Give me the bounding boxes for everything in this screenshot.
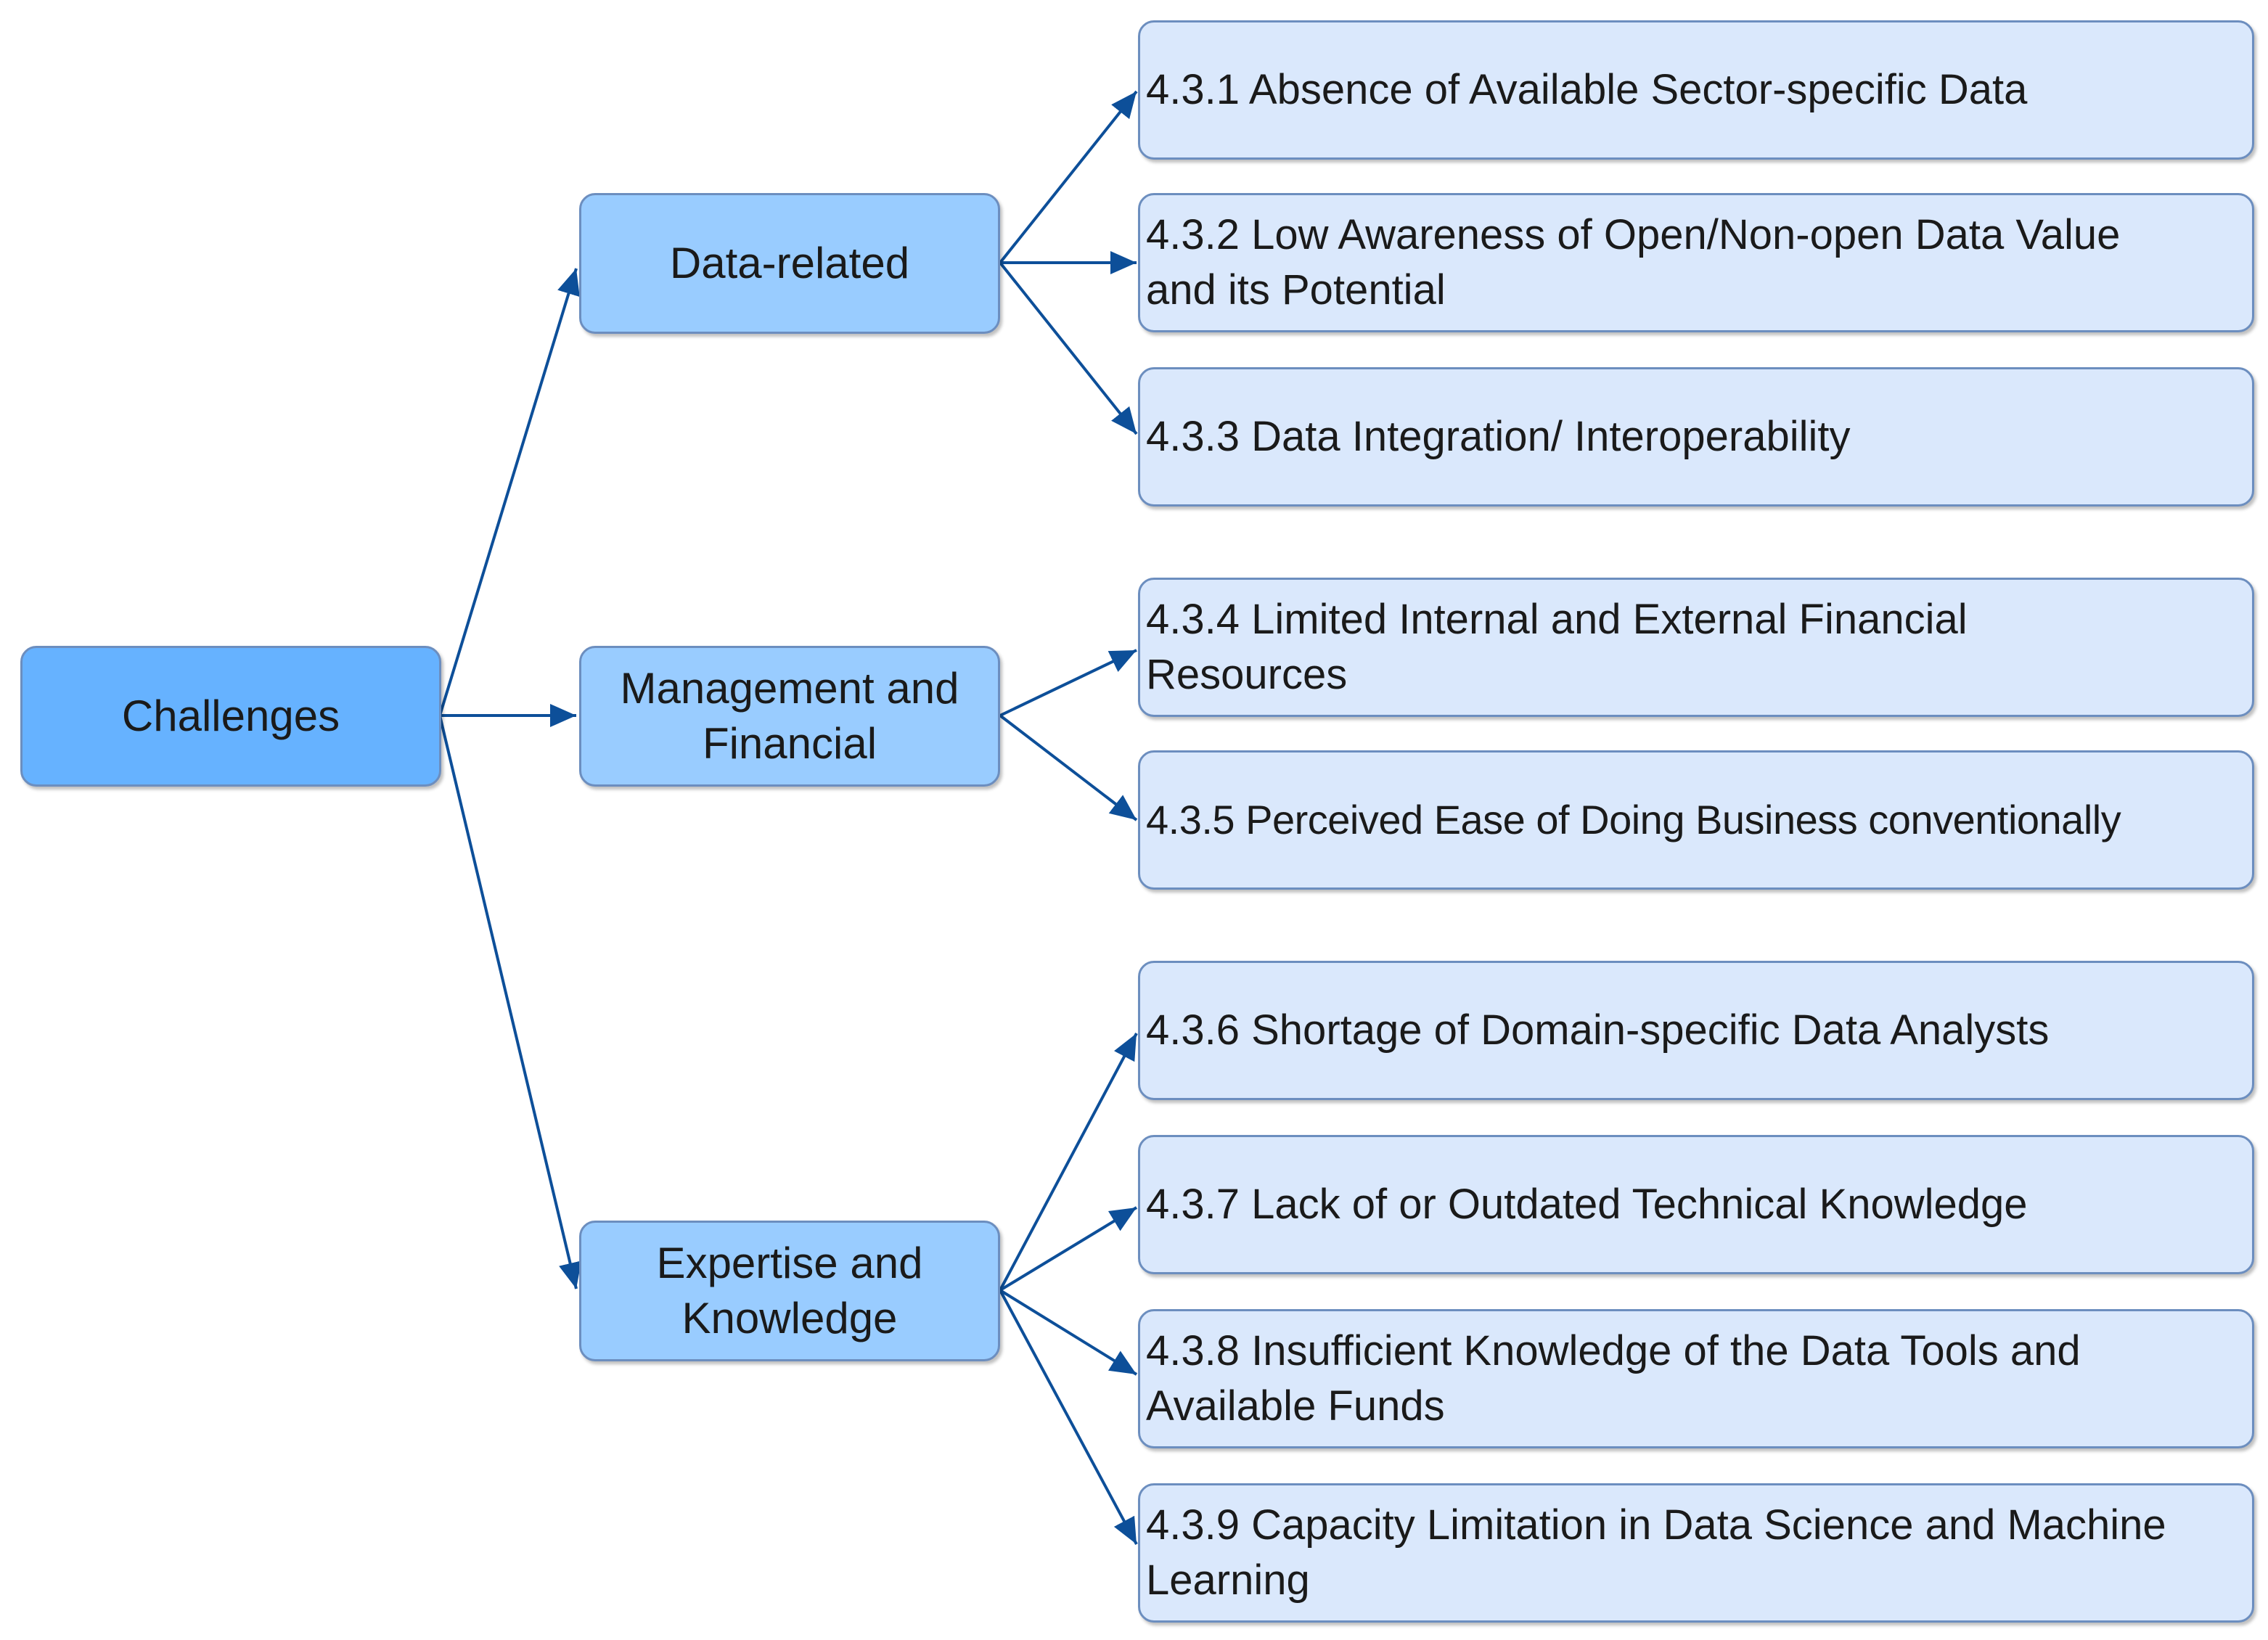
- connector-expertise-item8: [999, 1289, 1138, 1376]
- item-text-line1: 4.3.4 Limited Internal and External Fina…: [1146, 596, 1968, 643]
- category-label-line1: Management and: [620, 664, 959, 713]
- item-text: 4.3.8 Insufficient Knowledge of the Data…: [1146, 1324, 2081, 1434]
- category-label-line1: Expertise and: [656, 1239, 923, 1287]
- item-text: 4.3.7 Lack of or Outdated Technical Know…: [1146, 1177, 2028, 1232]
- category-node-management-financial: Management and Financial: [579, 646, 1000, 787]
- item-node-4-3-9: 4.3.9 Capacity Limitation in Data Scienc…: [1138, 1483, 2254, 1623]
- category-node-data-related: Data-related: [579, 193, 1000, 334]
- connector-expertise-item7: [999, 1206, 1138, 1292]
- category-label-line2: Financial: [702, 719, 877, 768]
- item-text: 4.3.2 Low Awareness of Open/Non-open Dat…: [1146, 208, 2120, 318]
- item-node-4-3-5: 4.3.5 Perceived Ease of Doing Business c…: [1138, 750, 2254, 890]
- item-node-4-3-4: 4.3.4 Limited Internal and External Fina…: [1138, 578, 2254, 717]
- category-label-block: Management and Financial: [621, 661, 959, 771]
- connector-expertise-item9: [999, 1290, 1138, 1545]
- item-node-4-3-1: 4.3.1 Absence of Available Sector-specif…: [1138, 20, 2254, 160]
- category-label: Data-related: [669, 239, 910, 287]
- category-label-block: Expertise and Knowledge: [657, 1236, 923, 1346]
- item-text-line1: 4.3.3 Data Integration/ Interoperability: [1146, 413, 1851, 460]
- item-text: 4.3.5 Perceived Ease of Doing Business c…: [1146, 792, 2121, 848]
- item-text-line1: 4.3.5 Perceived Ease of Doing Business c…: [1146, 797, 2121, 842]
- item-text-line1: 4.3.8 Insufficient Knowledge of the Data…: [1146, 1327, 2081, 1374]
- item-node-4-3-8: 4.3.8 Insufficient Knowledge of the Data…: [1138, 1309, 2254, 1448]
- item-text: 4.3.3 Data Integration/ Interoperability: [1146, 409, 1850, 464]
- root-label: Challenges: [121, 692, 340, 740]
- item-text-line1: 4.3.9 Capacity Limitation in Data Scienc…: [1146, 1501, 2166, 1549]
- root-node-challenges: Challenges: [20, 646, 441, 787]
- item-text: 4.3.4 Limited Internal and External Fina…: [1146, 592, 1968, 702]
- item-text: 4.3.9 Capacity Limitation in Data Scienc…: [1146, 1498, 2166, 1608]
- category-node-expertise-knowledge: Expertise and Knowledge: [579, 1221, 1000, 1361]
- connector-root-expertise: [438, 715, 582, 1290]
- connector-data-item3: [999, 261, 1138, 435]
- item-text-line1: 4.3.7 Lack of or Outdated Technical Know…: [1146, 1181, 2028, 1228]
- item-text-line1: 4.3.2 Low Awareness of Open/Non-open Dat…: [1146, 211, 2121, 258]
- item-text: 4.3.6 Shortage of Domain-specific Data A…: [1146, 1003, 2049, 1058]
- connector-management-item5: [999, 714, 1138, 821]
- item-text-line2: and its Potential: [1146, 266, 1446, 313]
- connector-management-item4: [999, 649, 1137, 717]
- item-text: 4.3.1 Absence of Available Sector-specif…: [1146, 62, 2027, 118]
- item-text-line1: 4.3.6 Shortage of Domain-specific Data A…: [1146, 1006, 2050, 1054]
- item-node-4-3-2: 4.3.2 Low Awareness of Open/Non-open Dat…: [1138, 193, 2254, 332]
- item-node-4-3-3: 4.3.3 Data Integration/ Interoperability: [1138, 367, 2254, 507]
- connector-expertise-item6: [999, 1033, 1138, 1291]
- item-text-line2: Resources: [1146, 651, 1348, 698]
- item-node-4-3-7: 4.3.7 Lack of or Outdated Technical Know…: [1138, 1135, 2254, 1274]
- item-node-4-3-6: 4.3.6 Shortage of Domain-specific Data A…: [1138, 961, 2254, 1100]
- item-text-line2: Available Funds: [1146, 1382, 1445, 1430]
- item-text-line1: 4.3.1 Absence of Available Sector-specif…: [1146, 66, 2028, 113]
- item-text-line2: Learning: [1146, 1557, 1310, 1604]
- connector-data-item1: [999, 90, 1138, 264]
- connector-root-data: [438, 268, 580, 716]
- category-label-line2: Knowledge: [681, 1294, 898, 1342]
